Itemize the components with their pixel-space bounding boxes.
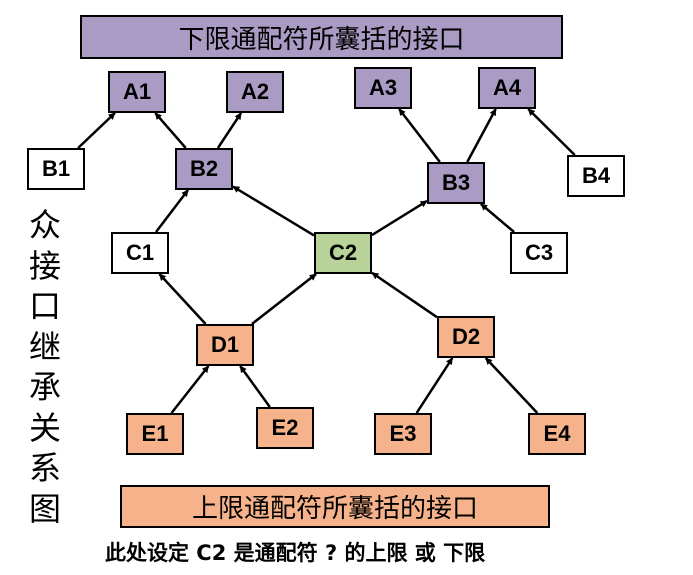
side-title-char: 继 <box>28 327 61 366</box>
edge-c2-to-b3 <box>371 199 428 237</box>
node-e3: E3 <box>374 413 432 455</box>
node-e2: E2 <box>256 407 314 449</box>
edge-e1-to-d1 <box>170 365 210 414</box>
node-b2: B2 <box>175 148 233 190</box>
edge-d1-to-c1 <box>158 273 207 325</box>
node-b4: B4 <box>567 155 625 197</box>
node-a3: A3 <box>354 67 412 109</box>
top-banner: 下限通配符所囊括的接口 <box>80 15 563 59</box>
side-title-char: 系 <box>28 449 61 487</box>
node-d2: D2 <box>437 316 495 358</box>
bottom-banner: 上限通配符所囊括的接口 <box>120 485 550 528</box>
node-c3: C3 <box>510 232 568 274</box>
side-title-char: 口 <box>28 287 61 325</box>
edge-b4-to-a4 <box>527 108 576 156</box>
bottom-caption: 此处设定 C2 是通配符 ? 的上限 或 下限 <box>105 541 486 565</box>
node-e1: E1 <box>126 413 184 455</box>
side-title-char: 图 <box>28 489 61 528</box>
edge-c1-to-b2 <box>155 189 189 233</box>
edge-b2-to-a1 <box>154 112 187 149</box>
edge-b1-to-a1 <box>77 112 116 149</box>
node-a4: A4 <box>478 67 536 109</box>
edge-c3-to-b3 <box>480 203 515 233</box>
edge-e3-to-d2 <box>415 357 454 414</box>
node-b3: B3 <box>427 162 485 204</box>
side-title-char: 承 <box>28 368 61 406</box>
node-b1: B1 <box>27 148 85 190</box>
edge-b2-to-a2 <box>216 112 243 149</box>
side-title-char: 接 <box>28 246 61 285</box>
edge-d2-to-c2 <box>371 271 438 319</box>
edge-c2-to-b2 <box>232 185 315 237</box>
node-c1: C1 <box>111 232 169 274</box>
side-title: 众 接 口 继 承 关 系 图 <box>24 205 66 529</box>
node-a1: A1 <box>108 71 166 113</box>
edge-e2-to-d1 <box>239 365 271 408</box>
edge-b3-to-a4 <box>466 108 497 163</box>
node-d1: D1 <box>196 324 254 366</box>
edge-b3-to-a3 <box>398 108 441 163</box>
side-title-char: 众 <box>28 206 61 244</box>
edge-e4-to-d2 <box>484 357 539 414</box>
side-title-char: 关 <box>28 408 61 447</box>
node-e4: E4 <box>528 413 586 455</box>
edge-group <box>77 108 576 414</box>
node-c2: C2 <box>314 232 372 274</box>
node-a2: A2 <box>226 71 284 113</box>
edge-d1-to-c2 <box>251 273 317 325</box>
